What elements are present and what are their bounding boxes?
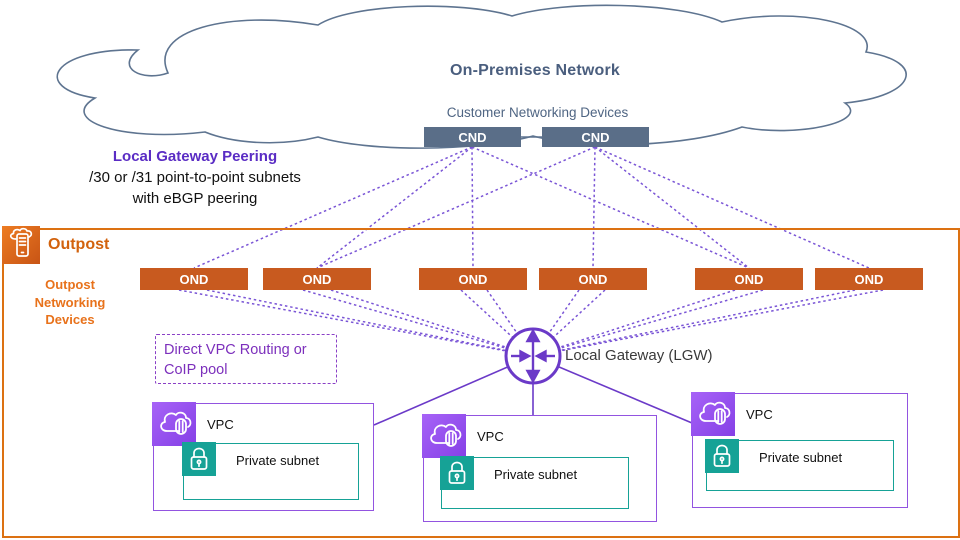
on-premises-title: On-Premises Network bbox=[449, 62, 621, 79]
peering-link bbox=[471, 146, 474, 269]
peering-subtitle: /30 or /31 point-to-point subnets with e… bbox=[45, 168, 345, 209]
cnd-box-2: CND bbox=[542, 127, 649, 147]
vpc-box-3: VPC Private subnet bbox=[691, 392, 908, 508]
vpc-box-1: VPC Private subnet bbox=[152, 402, 374, 511]
peering-subtitle-line1: /30 or /31 point-to-point subnets bbox=[89, 169, 301, 186]
peering-subtitle-line2: with eBGP peering bbox=[132, 189, 258, 207]
vpc-icon bbox=[691, 392, 736, 437]
vpc-box-2: VPC Private subnet bbox=[422, 414, 657, 522]
ond-box-3: OND bbox=[419, 268, 527, 290]
vpc-icon bbox=[422, 414, 467, 459]
ond-caption-line3: Devices bbox=[45, 312, 95, 328]
vpc-link bbox=[532, 355, 693, 424]
ond-box-5: OND bbox=[695, 268, 803, 290]
local-gateway-peering-title: Local Gateway Peering bbox=[112, 148, 278, 165]
private-subnet-label: Private subnet bbox=[494, 467, 578, 482]
local-gateway-label: Local Gateway (LGW) bbox=[565, 347, 713, 364]
vpc-label: VPC bbox=[746, 407, 773, 422]
outposts-icon bbox=[2, 226, 40, 264]
ond-box-1: OND bbox=[140, 268, 248, 290]
outpost-title: Outpost bbox=[48, 236, 110, 253]
ond-box-2: OND bbox=[263, 268, 371, 290]
peering-link bbox=[592, 146, 596, 269]
outpost-networking-devices-label: Outpost Networking Devices bbox=[20, 276, 120, 329]
lock-icon bbox=[182, 442, 217, 477]
customer-networking-devices-label: Customer Networking Devices bbox=[446, 105, 629, 120]
cnd-box-1: CND bbox=[424, 127, 521, 147]
ond-caption-line1: Outpost bbox=[45, 277, 95, 292]
ond-caption-line2: Networking bbox=[34, 294, 106, 310]
lgw-link bbox=[330, 289, 534, 357]
outpost-container bbox=[2, 228, 960, 538]
vpc-icon bbox=[152, 402, 197, 447]
routing-note-line1: Direct VPC Routing or bbox=[164, 342, 307, 358]
routing-note-line2: CoIP pool bbox=[164, 362, 228, 379]
private-subnet-label: Private subnet bbox=[759, 450, 843, 465]
private-subnet-box: Private subnet bbox=[440, 456, 629, 509]
vpc-label: VPC bbox=[477, 429, 504, 444]
lgw-link bbox=[532, 289, 736, 357]
direct-vpc-routing-note: Direct VPC Routing or CoIP pool bbox=[155, 334, 337, 384]
lgw-link bbox=[532, 289, 856, 357]
vpc-label: VPC bbox=[207, 417, 234, 432]
ond-box-4: OND bbox=[539, 268, 647, 290]
lgw-link bbox=[532, 289, 884, 357]
cnd-to-ond-links bbox=[193, 146, 870, 269]
peering-link bbox=[594, 146, 870, 269]
peering-link bbox=[316, 146, 473, 269]
ond-box-6: OND bbox=[815, 268, 923, 290]
private-subnet-label: Private subnet bbox=[236, 453, 320, 468]
lgw-link bbox=[206, 289, 534, 357]
ond-to-lgw-links bbox=[178, 289, 884, 357]
private-subnet-box: Private subnet bbox=[182, 442, 359, 500]
lgw-router-icon bbox=[504, 327, 562, 385]
lock-icon bbox=[440, 456, 475, 491]
peering-link bbox=[594, 146, 750, 269]
private-subnet-box: Private subnet bbox=[705, 439, 894, 491]
vpc-link bbox=[373, 355, 534, 426]
lgw-link bbox=[178, 289, 534, 357]
lock-icon bbox=[705, 439, 740, 474]
